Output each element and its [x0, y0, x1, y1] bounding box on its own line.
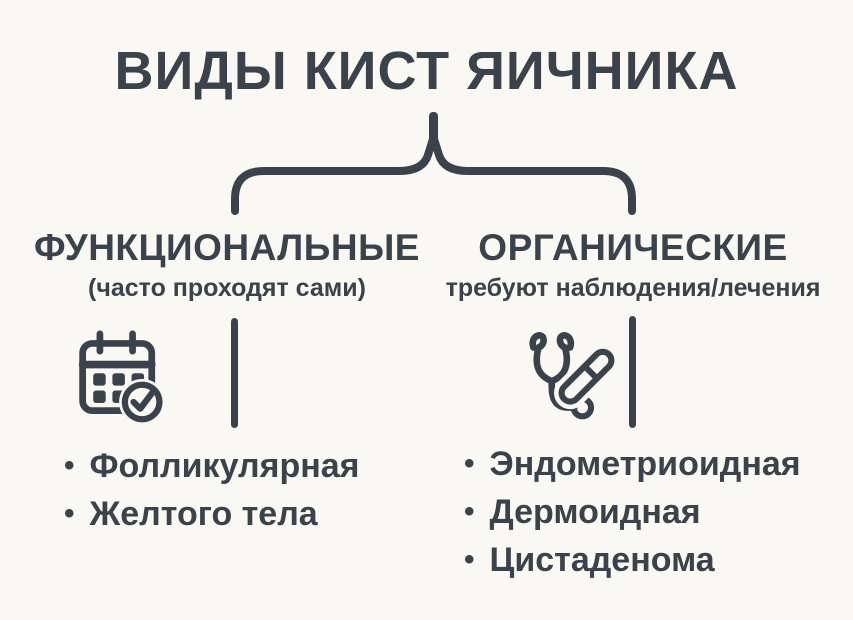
branch-right-heading: ОРГАНИЧЕСКИЕ	[478, 227, 788, 268]
left-branch-divider	[231, 318, 238, 428]
right-branch-list: • Эндометриоидная • Дермоидная • Цистаде…	[464, 440, 801, 584]
branch-left-heading: ФУНКЦИОНАЛЬНЫЕ	[34, 227, 420, 268]
branch-left-subheading: (часто проходят сами)	[88, 274, 366, 302]
branch-right-subheading: требуют наблюдения/лечения	[445, 274, 821, 302]
calendar-check-icon	[74, 328, 170, 428]
bullet-icon: •	[464, 495, 475, 528]
stethoscope-scalpel-icon	[510, 322, 620, 428]
bullet-icon: •	[64, 497, 75, 530]
bullet-icon: •	[64, 449, 75, 482]
branch-left-header: ФУНКЦИОНАЛЬНЫЕ (часто проходят сами)	[20, 226, 434, 305]
list-item: • Цистаденома	[464, 536, 801, 584]
list-item: • Желтого тела	[64, 490, 360, 538]
list-item-label: Цистаденома	[489, 540, 715, 579]
list-item: • Дермоидная	[464, 488, 801, 536]
page-title: ВИДЫ КИСТ ЯИЧНИКА	[114, 41, 739, 101]
list-item: • Фолликулярная	[64, 442, 360, 490]
bullet-icon: •	[464, 543, 475, 576]
list-item-label: Желтого тела	[89, 494, 318, 533]
branch-right-header: ОРГАНИЧЕСКИЕ требуют наблюдения/лечения	[428, 226, 838, 305]
bullet-icon: •	[464, 447, 475, 480]
left-branch-list: • Фолликулярная • Желтого тела	[64, 442, 360, 538]
list-item: • Эндометриоидная	[464, 440, 801, 488]
list-item-label: Дермоидная	[489, 492, 701, 531]
list-item-label: Эндометриоидная	[489, 444, 801, 483]
right-branch-divider	[629, 316, 636, 428]
list-item-label: Фолликулярная	[89, 446, 360, 485]
